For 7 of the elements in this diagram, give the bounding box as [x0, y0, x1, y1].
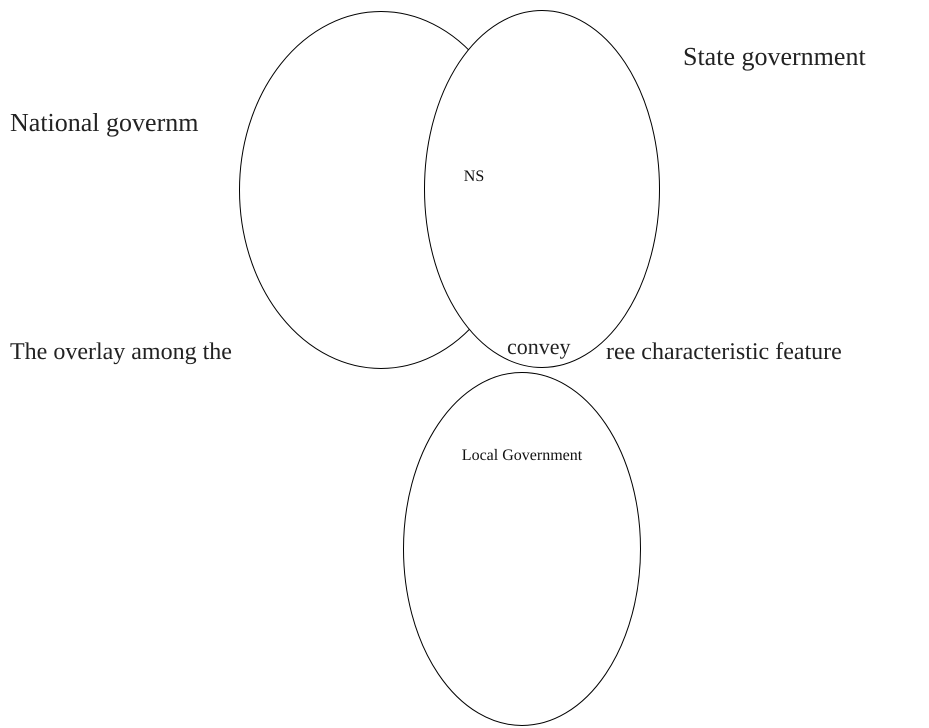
text-label: National governm — [10, 110, 198, 136]
text-label: The overlay among the — [10, 340, 232, 364]
text-label: ree characteristic feature — [606, 340, 842, 364]
text-label: State government — [683, 44, 866, 70]
set-label: Local Government — [460, 446, 584, 466]
text-label: convey — [507, 336, 571, 358]
set-label: NS — [462, 167, 486, 187]
